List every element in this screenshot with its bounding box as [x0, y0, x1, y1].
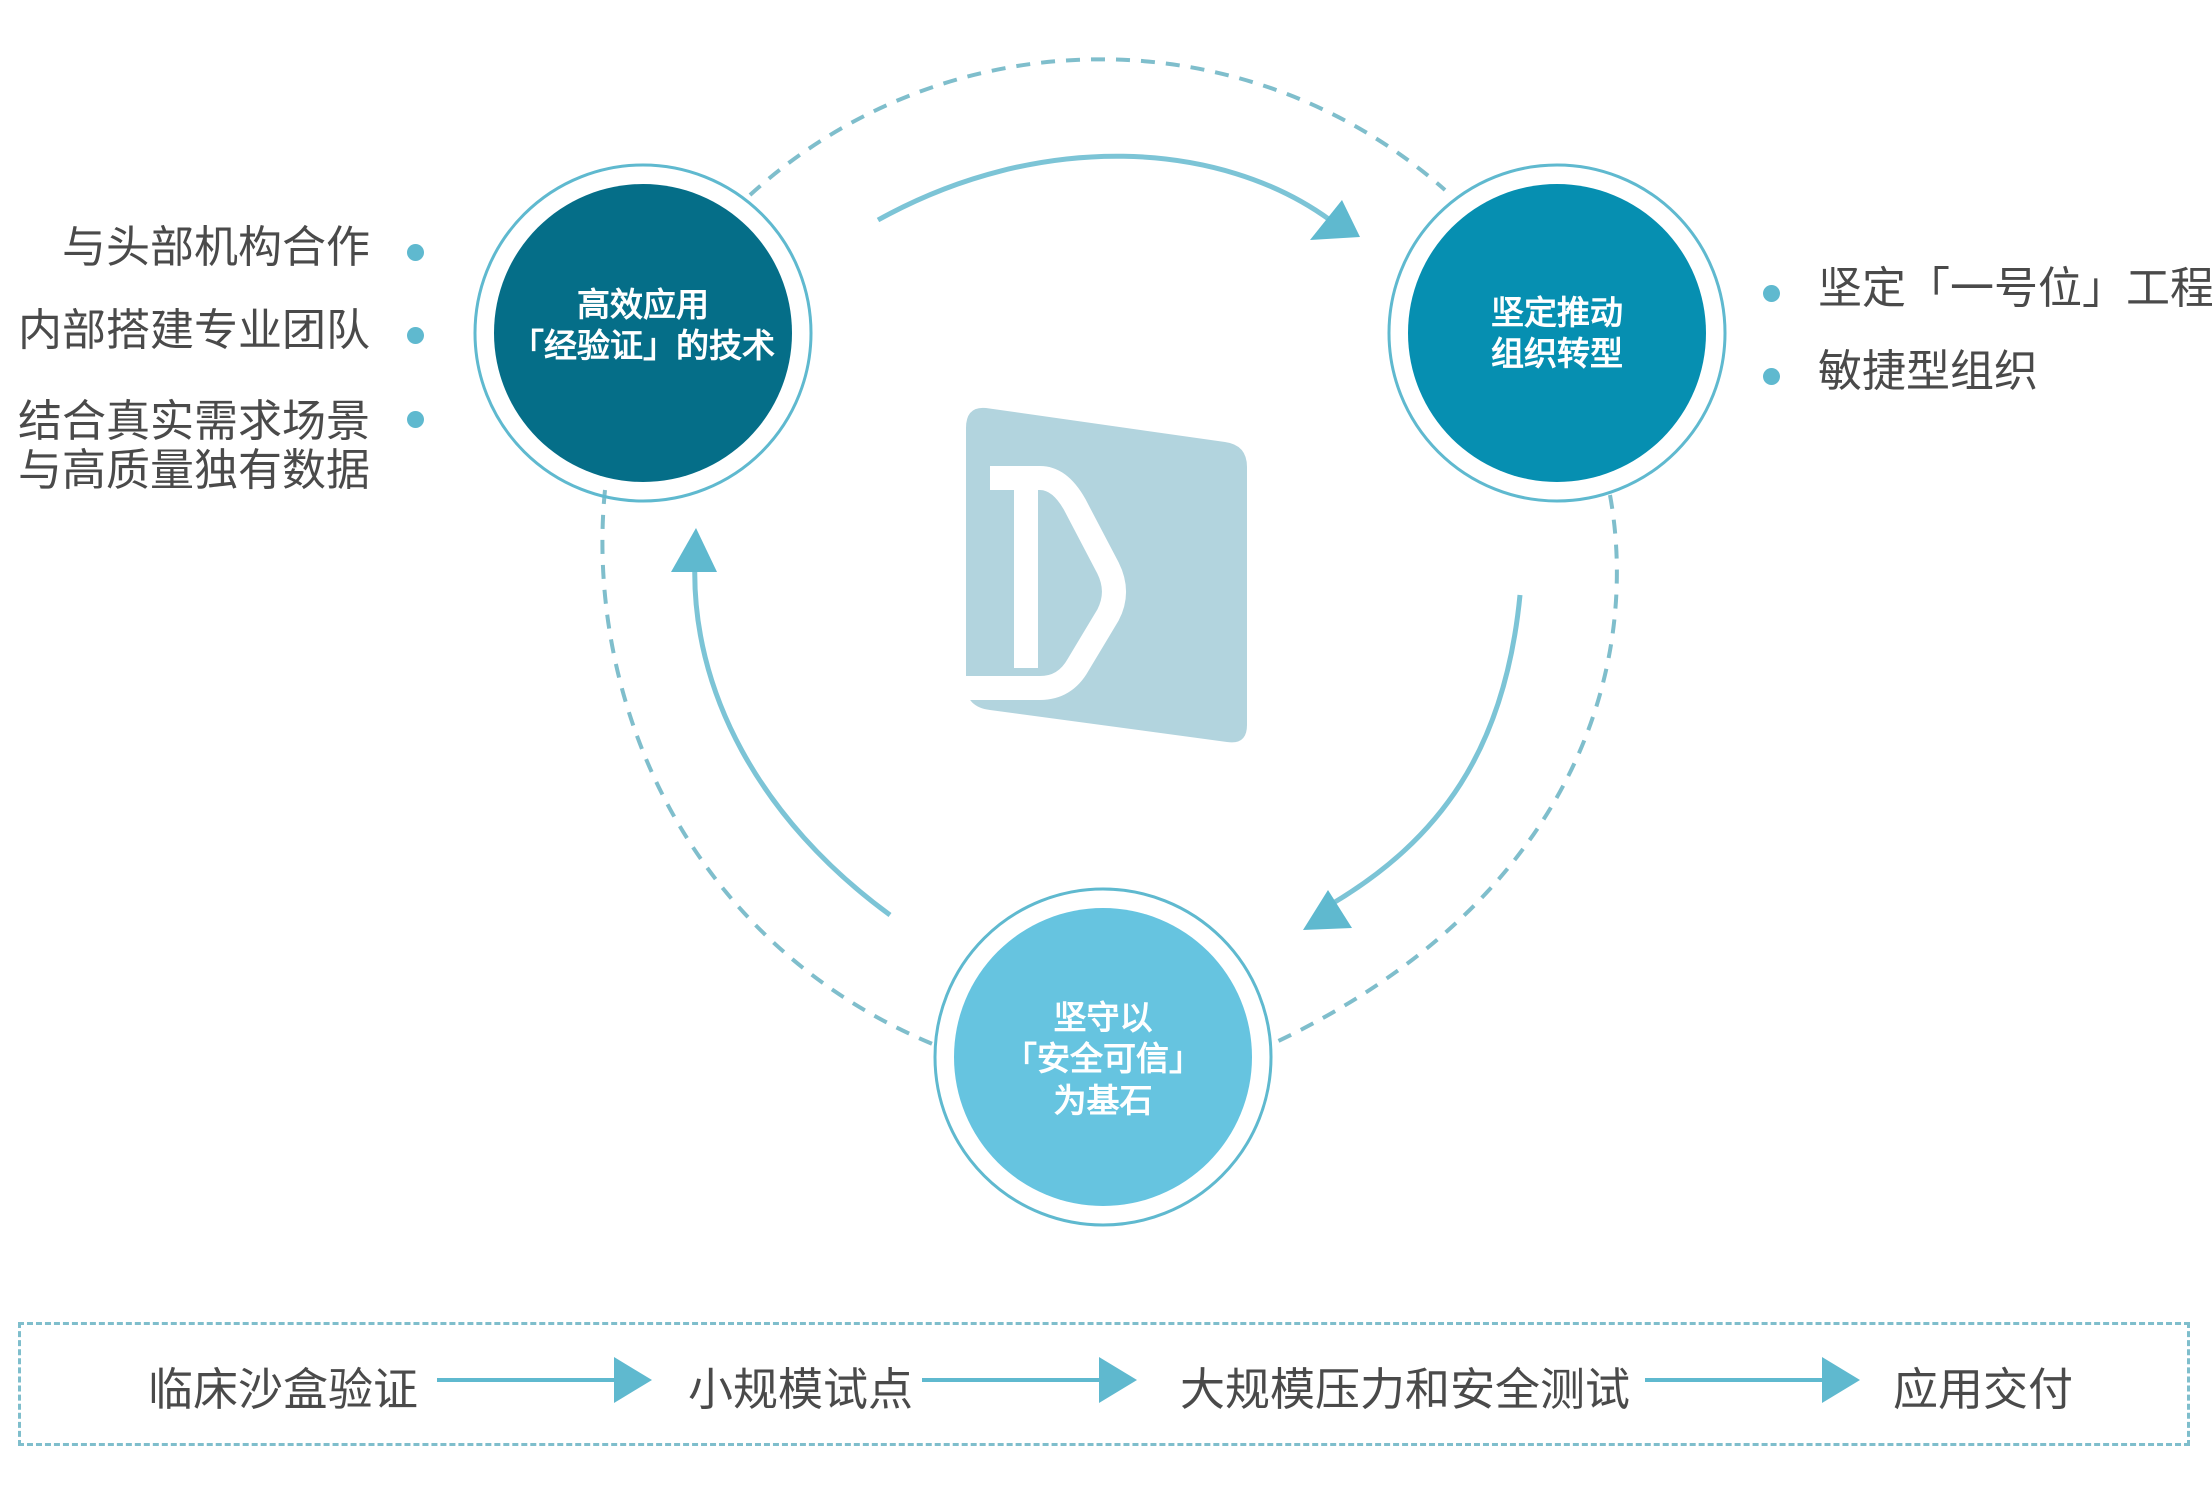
left-note-4: 与高质量独有数据 [18, 445, 370, 496]
circle-ring-bottom [933, 887, 1273, 1227]
right-note-2: 敏捷型组织 [1818, 346, 2038, 397]
arrow-arc-right [1328, 594, 1523, 908]
flow-step-1: 临床沙盒验证 [148, 1363, 419, 1416]
flow-arrow-2 [922, 1357, 1137, 1403]
process-flow-box [18, 1322, 2190, 1446]
circle-ring-top-left [473, 163, 813, 503]
circle-top-left-line-2: 「经验证」的技术 [511, 326, 775, 365]
circle-label-bottom: 坚守以 「安全可信」 为基石 [1004, 997, 1202, 1121]
arrow-head-top [1310, 200, 1360, 240]
left-note-2: 内部搭建专业团队 [18, 305, 370, 356]
flow-step-3: 大规模压力和安全测试 [1180, 1363, 1631, 1416]
circle-top-left-line-1: 高效应用 [577, 284, 709, 324]
left-bullet-3 [407, 411, 424, 428]
circle-bottom-line-1: 坚守以 [1053, 998, 1153, 1038]
flow-step-2: 小规模试点 [688, 1363, 914, 1416]
dashed-ring-left [600, 489, 936, 1047]
left-bullet-1 [407, 244, 424, 261]
circle-top-right-line-2: 组织转型 [1491, 334, 1623, 373]
right-bullet-2 [1763, 368, 1780, 385]
arrow-head-right [1303, 890, 1352, 930]
flow-arrow-3 [1645, 1357, 1860, 1403]
d-logo-icon [966, 407, 1247, 743]
dashed-ring-right [1269, 494, 1619, 1047]
right-note-1: 坚定「一号位」工程 [1818, 263, 2212, 314]
left-note-1: 与头部机构合作 [62, 222, 370, 273]
left-note-3: 结合真实需求场景 [18, 396, 370, 447]
circle-top-right [1408, 184, 1706, 482]
circle-top-left [494, 184, 792, 482]
arrow-arc-top [876, 153, 1332, 223]
circle-bottom-line-3: 为基石 [1053, 1080, 1153, 1120]
circle-bottom-line-2: 「安全可信」 [1004, 1039, 1202, 1079]
right-bullet-1 [1763, 285, 1780, 302]
circle-label-top-right: 坚定推动 组织转型 [1491, 292, 1623, 375]
circle-ring-top-right [1387, 163, 1727, 503]
dashed-ring-top [748, 57, 1447, 197]
arrow-arc-left [692, 559, 892, 918]
circle-label-top-left: 高效应用 「经验证」的技术 [511, 284, 775, 367]
arrow-head-left [671, 528, 717, 572]
flow-arrow-1 [437, 1357, 652, 1403]
left-bullet-2 [407, 327, 424, 344]
flow-step-4: 应用交付 [1893, 1363, 2074, 1416]
circle-top-right-line-1: 坚定推动 [1491, 292, 1623, 332]
circle-bottom [954, 908, 1252, 1206]
